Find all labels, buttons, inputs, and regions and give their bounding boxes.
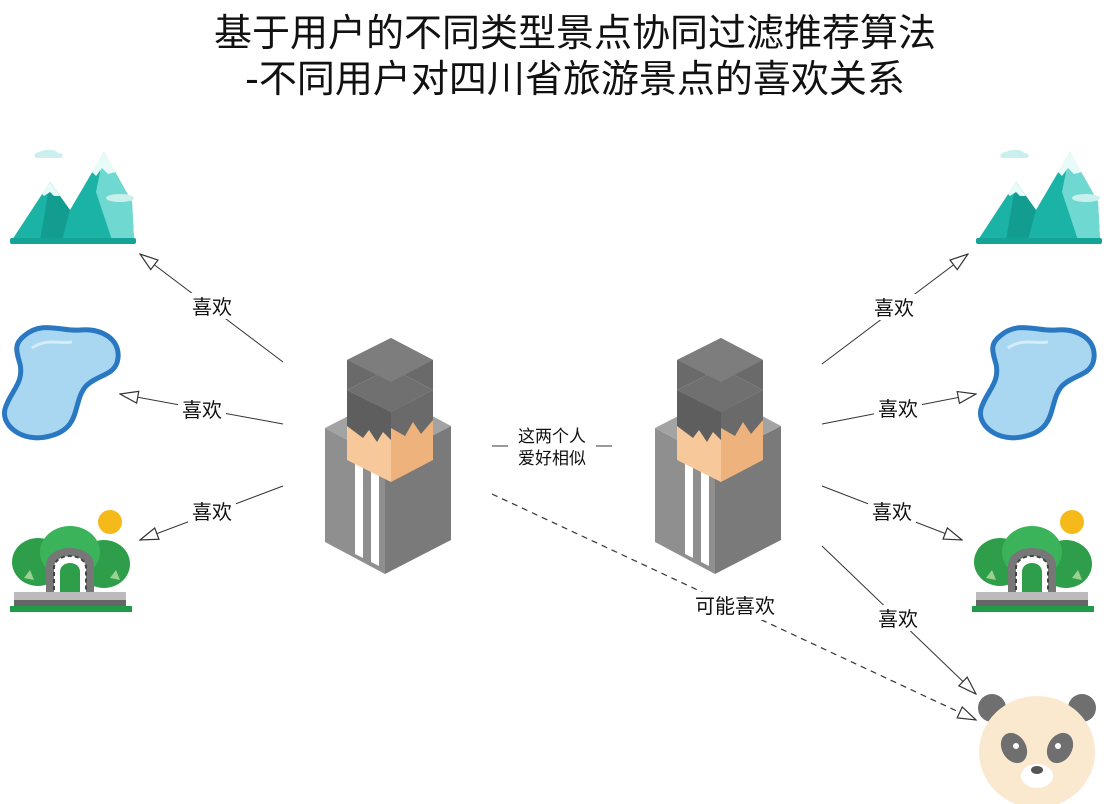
like-label: 喜欢 bbox=[872, 500, 912, 524]
user-left-icon bbox=[325, 338, 451, 574]
edge-left-park: 喜欢 bbox=[140, 485, 284, 540]
edge-right-lake: 喜欢 bbox=[821, 394, 976, 425]
title-line-1: 基于用户的不同类型景点协同过滤推荐算法 bbox=[214, 11, 936, 55]
like-label: 喜欢 bbox=[874, 296, 914, 320]
similar-label-line2: 爱好相似 bbox=[518, 449, 586, 469]
edge-right-mountain: 喜欢 bbox=[821, 254, 968, 365]
edge-left-mountain: 喜欢 bbox=[140, 254, 284, 363]
mountain-icon bbox=[10, 149, 136, 244]
lake-icon bbox=[4, 328, 118, 438]
user-right-icon bbox=[655, 338, 781, 574]
lake-icon bbox=[980, 328, 1094, 438]
edge-left-user-to-panda: 可能喜欢 bbox=[491, 493, 976, 720]
edge-left-lake: 喜欢 bbox=[120, 394, 284, 425]
like-label: 喜欢 bbox=[192, 295, 232, 319]
like-label: 喜欢 bbox=[192, 500, 232, 524]
edge-right-panda: 喜欢 bbox=[821, 545, 976, 694]
mountain-icon bbox=[976, 149, 1102, 244]
edge-right-park: 喜欢 bbox=[821, 485, 962, 540]
similar-label-line1: 这两个人 bbox=[518, 427, 586, 447]
maybe-like-label: 可能喜欢 bbox=[695, 594, 775, 618]
like-label: 喜欢 bbox=[878, 607, 918, 631]
title-line-2: -不同用户对四川省旅游景点的喜欢关系 bbox=[245, 57, 905, 101]
like-label: 喜欢 bbox=[182, 398, 222, 422]
park-gate-icon bbox=[971, 509, 1095, 613]
like-label: 喜欢 bbox=[878, 397, 918, 421]
park-gate-icon bbox=[9, 509, 133, 613]
panda-icon bbox=[978, 694, 1096, 804]
similarity-connector: 这两个人 爱好相似 bbox=[492, 424, 612, 470]
